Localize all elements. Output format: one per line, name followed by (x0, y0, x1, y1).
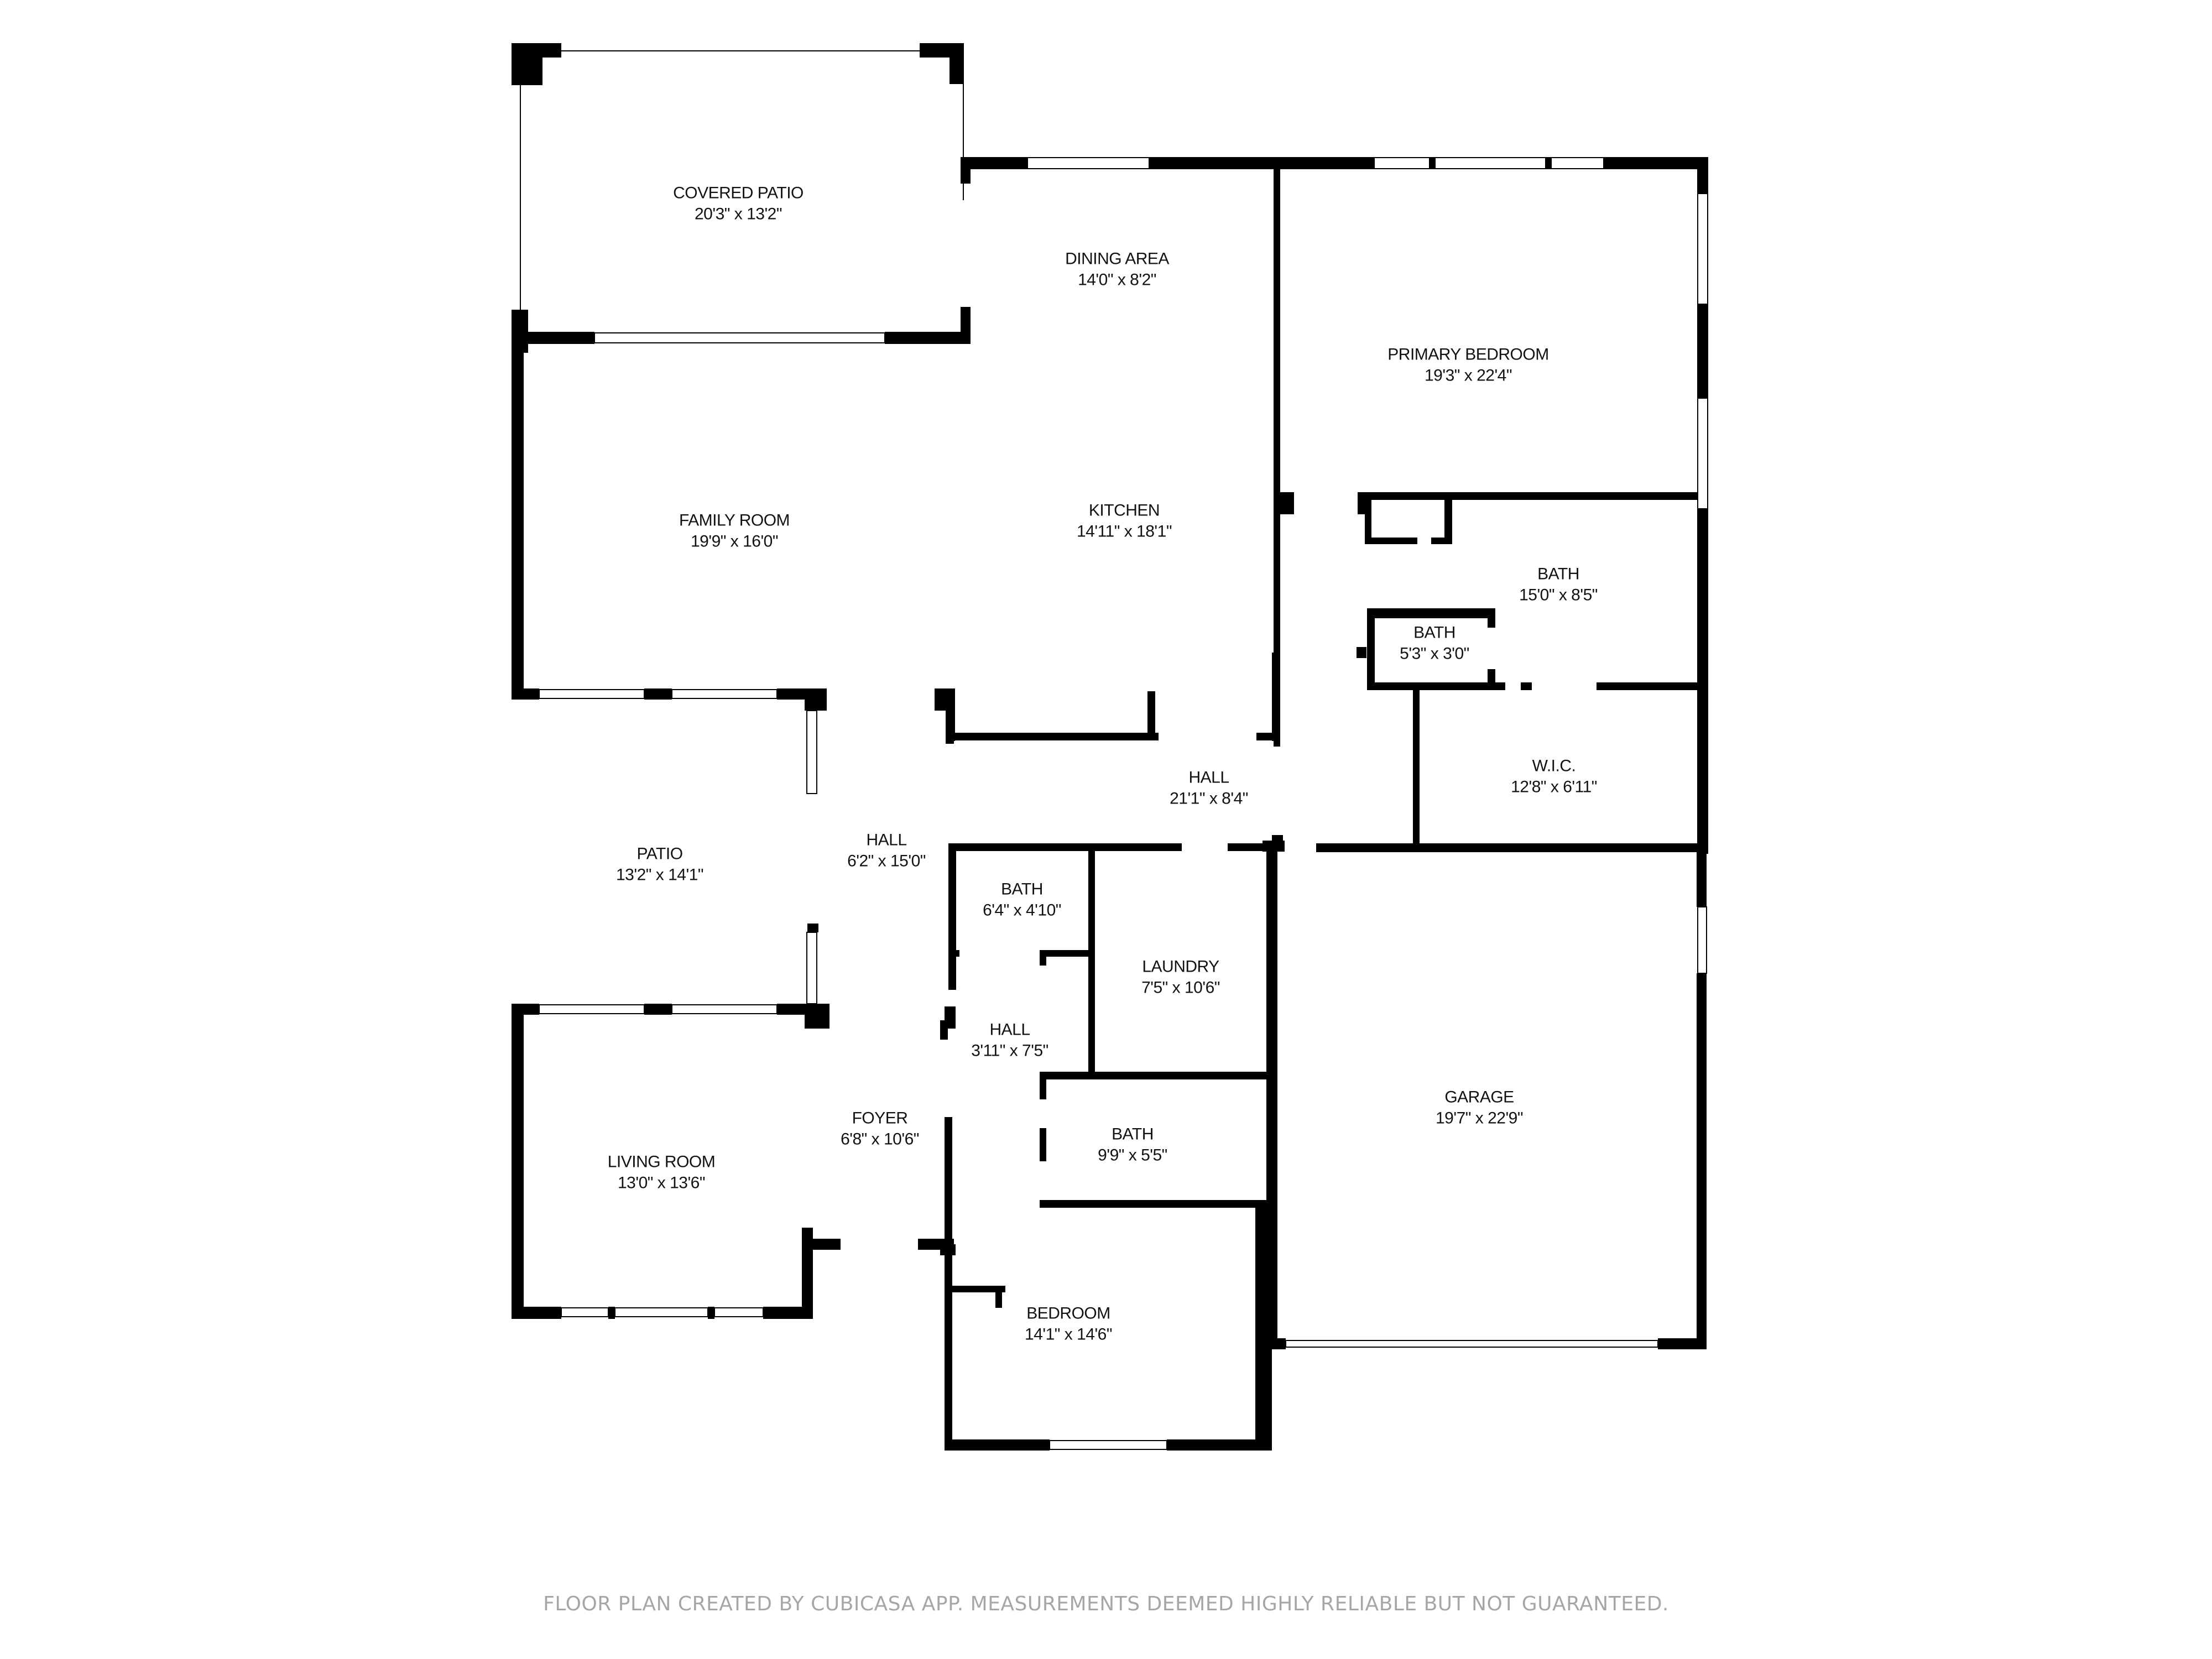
room-dimensions: 6'8" x 10'6" (841, 1130, 919, 1148)
room-name: BATH (1112, 1125, 1154, 1144)
room-name: FAMILY ROOM (679, 511, 790, 530)
room-foyer: FOYER 6'8" x 10'6" (841, 1108, 919, 1150)
room-dimensions: 15'0" x 8'5" (1519, 586, 1598, 604)
room-name: HALL (866, 831, 907, 849)
room-dimensions: 5'3" x 3'0" (1400, 644, 1469, 662)
room-name: LIVING ROOM (607, 1152, 716, 1171)
room-dimensions: 19'3" x 22'4" (1424, 366, 1512, 384)
windows (539, 157, 1708, 1450)
room-name: LAUNDRY (1142, 957, 1219, 976)
room-name: BEDROOM (1026, 1304, 1110, 1323)
room-name: DINING AREA (1065, 249, 1169, 268)
room-dimensions: 7'5" x 10'6" (1141, 978, 1220, 997)
room-wic: W.I.C. 12'8" x 6'11" (1511, 756, 1597, 797)
room-dimensions: 20'3" x 13'2" (694, 205, 782, 223)
room-dimensions: 14'11" x 18'1" (1077, 522, 1172, 540)
room-name: FOYER (852, 1109, 908, 1128)
room-covered-patio: COVERED PATIO 20'3" x 13'2" (673, 183, 804, 225)
room-dimensions: 12'8" x 6'11" (1511, 778, 1597, 796)
room-name: HALL (989, 1020, 1030, 1039)
room-name: BATH (1001, 880, 1043, 899)
room-dimensions: 19'9" x 16'0" (690, 532, 779, 550)
room-dimensions: 6'4" x 4'10" (983, 901, 1061, 919)
room-bath-hall: BATH 6'4" x 4'10" (983, 879, 1061, 921)
room-dimensions: 14'0" x 8'2" (1078, 270, 1156, 289)
room-bath-small: BATH 5'3" x 3'0" (1400, 623, 1469, 664)
room-laundry: LAUNDRY 7'5" x 10'6" (1141, 957, 1220, 998)
room-name: HALL (1188, 768, 1229, 787)
room-bath-primary: BATH 15'0" x 8'5" (1519, 564, 1598, 606)
room-dimensions: 3'11" x 7'5" (971, 1041, 1048, 1060)
room-dimensions: 13'0" x 13'6" (617, 1173, 706, 1192)
room-dimensions: 13'2" x 14'1" (615, 865, 704, 884)
room-name: PATIO (637, 844, 683, 863)
room-name: BATH (1413, 623, 1455, 642)
room-bedroom: BEDROOM 14'1" x 14'6" (1024, 1303, 1113, 1345)
room-dimensions: 9'9" x 5'5" (1098, 1146, 1167, 1164)
room-garage: GARAGE 19'7" x 22'9" (1435, 1087, 1524, 1129)
room-hall-main: HALL 21'1" x 8'4" (1170, 768, 1248, 809)
room-name: BATH (1537, 565, 1579, 583)
room-name: W.I.C. (1532, 757, 1576, 775)
room-bath-lower: BATH 9'9" x 5'5" (1098, 1124, 1167, 1166)
room-primary-bedroom: PRIMARY BEDROOM 19'3" x 22'4" (1387, 345, 1549, 386)
room-name: COVERED PATIO (673, 184, 804, 202)
room-hall-small: HALL 3'11" x 7'5" (971, 1020, 1048, 1061)
room-name: PRIMARY BEDROOM (1387, 345, 1549, 364)
room-kitchen: KITCHEN 14'11" x 18'1" (1077, 500, 1172, 542)
room-name: KITCHEN (1088, 501, 1160, 520)
room-patio: PATIO 13'2" x 14'1" (615, 844, 704, 885)
disclaimer-footer: FLOOR PLAN CREATED BY CUBICASA APP. MEAS… (543, 1593, 1669, 1615)
room-name: GARAGE (1444, 1088, 1514, 1107)
room-dining-area: DINING AREA 14'0" x 8'2" (1065, 249, 1169, 290)
room-dimensions: 6'2" x 15'0" (847, 852, 926, 870)
room-dimensions: 21'1" x 8'4" (1170, 789, 1248, 807)
room-living-room: LIVING ROOM 13'0" x 13'6" (608, 1152, 716, 1193)
room-family-room: FAMILY ROOM 19'9" x 16'0" (679, 510, 790, 552)
room-dimensions: 19'7" x 22'9" (1435, 1109, 1524, 1127)
room-hall-west: HALL 6'2" x 15'0" (847, 830, 926, 872)
room-dimensions: 14'1" x 14'6" (1024, 1325, 1113, 1343)
